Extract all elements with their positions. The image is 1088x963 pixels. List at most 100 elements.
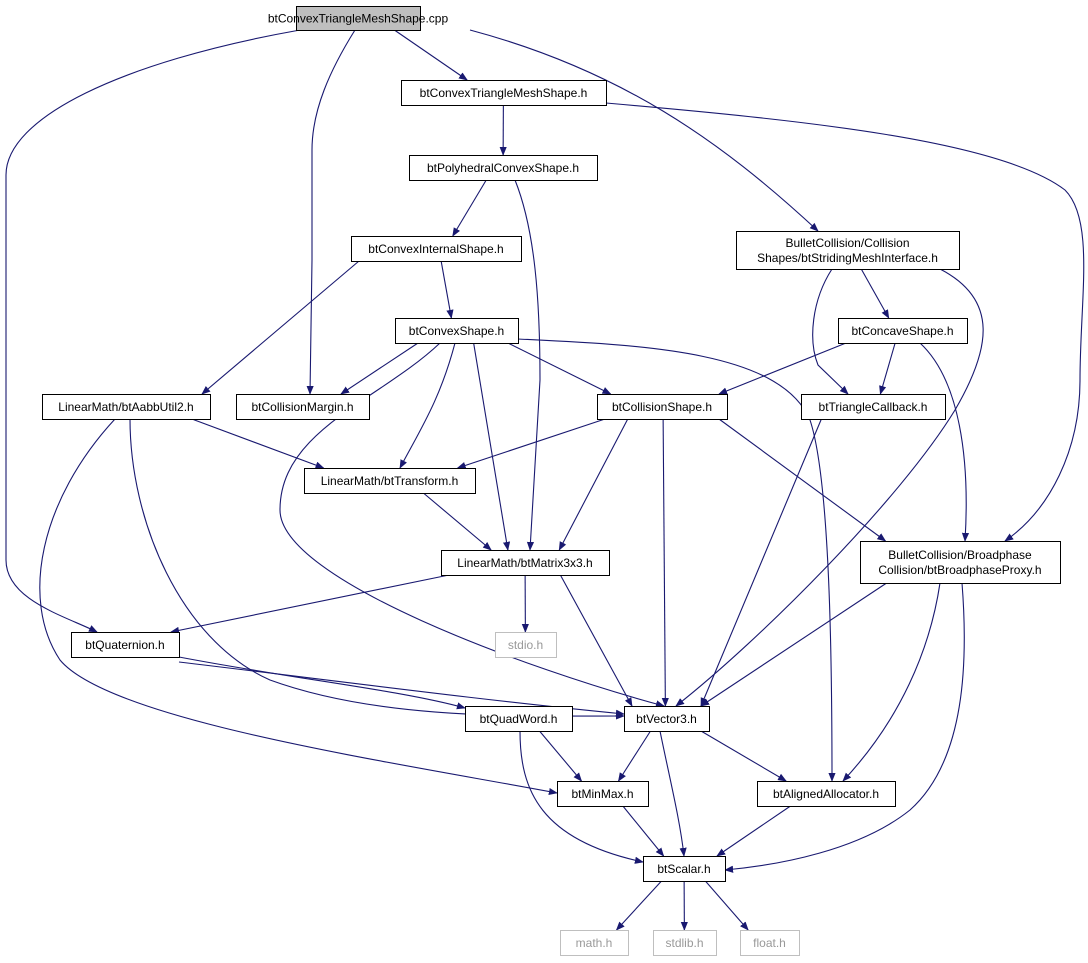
edge-ccs-to-tc: [879, 342, 896, 395]
node-box: [801, 394, 946, 420]
edge-cvs-to-cs: [507, 342, 612, 395]
edge-root-to-ctms: [394, 29, 468, 81]
node-box: [296, 6, 421, 31]
node-label: LinearMath/btMatrix3x3.h: [457, 556, 592, 570]
edge-tc-to-v3: [700, 418, 822, 707]
node-box: [643, 856, 726, 882]
node-box: [495, 632, 557, 658]
node-box: [736, 231, 960, 270]
node-box: [71, 632, 180, 658]
node-label: btCollisionShape.h: [612, 400, 712, 414]
node-btpolyhedralconvexshape-h[interactable]: btPolyhedralConvexShape.h: [409, 155, 598, 181]
node-stdlib-h: stdlib.h: [653, 930, 717, 956]
node-btconvexinternalshape-h[interactable]: btConvexInternalShape.h: [351, 236, 522, 262]
node-label: btConvexInternalShape.h: [368, 242, 503, 256]
edge-cvs-to-cm: [340, 342, 419, 395]
node-box: [597, 394, 728, 420]
edge-aabb-to-mm: [39, 418, 558, 796]
node-label: btConcaveShape.h: [851, 324, 953, 338]
node-box: [860, 541, 1061, 584]
node-label: BulletCollision/Broadphase: [888, 548, 1032, 562]
edge-root-to-smi: [469, 29, 819, 232]
node-box: [557, 781, 649, 807]
edge-root-to-cm: [306, 29, 356, 395]
node-btvector3-h[interactable]: btVector3.h: [624, 706, 710, 732]
node-bulletcollision-broadphase-collision-btbroadphaseproxy-h[interactable]: BulletCollision/BroadphaseCollision/btBr…: [860, 541, 1061, 584]
node-label: stdio.h: [508, 638, 543, 652]
node-box: [395, 318, 519, 344]
node-box: [409, 155, 598, 181]
edge-sc-to-float: [704, 880, 749, 931]
node-box: [624, 706, 710, 732]
edge-ccs-to-bpp: [919, 342, 970, 542]
node-box: [465, 706, 573, 732]
node-linearmath-btaabbutil2-h[interactable]: LinearMath/btAabbUtil2.h: [42, 394, 211, 420]
node-label: btConvexTriangleMeshShape.cpp: [268, 12, 449, 26]
edge-cvs-to-m33: [473, 342, 511, 551]
node-math-h: math.h: [560, 930, 629, 956]
node-bttrianglecallback-h[interactable]: btTriangleCallback.h: [801, 394, 946, 420]
node-float-h: float.h: [740, 930, 800, 956]
node-btcollisionshape-h[interactable]: btCollisionShape.h: [597, 394, 728, 420]
node-btconvexshape-h[interactable]: btConvexShape.h: [395, 318, 519, 344]
edge-bpp-to-aa: [842, 582, 941, 782]
node-btcollisionmargin-h[interactable]: btCollisionMargin.h: [236, 394, 370, 420]
node-btconvextrianglemeshshape-h[interactable]: btConvexTriangleMeshShape.h: [401, 80, 607, 106]
node-box: [653, 930, 717, 956]
edge-smi-to-ccs: [860, 268, 890, 319]
node-label: btMinMax.h: [571, 787, 633, 801]
node-btquadword-h[interactable]: btQuadWord.h: [465, 706, 573, 732]
node-label: Shapes/btStridingMeshInterface.h: [757, 251, 938, 265]
node-label: btScalar.h: [657, 862, 710, 876]
node-box: [304, 468, 476, 494]
node-box: [441, 550, 610, 576]
edge-qw-to-mm: [539, 730, 583, 782]
node-btconvextrianglemeshshape-cpp: btConvexTriangleMeshShape.cpp: [268, 6, 449, 31]
node-btconcaveshape-h[interactable]: btConcaveShape.h: [838, 318, 968, 344]
edge-quat-to-qw: [178, 656, 466, 710]
node-label: LinearMath/btAabbUtil2.h: [58, 400, 193, 414]
node-label: btPolyhedralConvexShape.h: [427, 161, 579, 175]
edge-v3-to-aa: [700, 730, 787, 782]
node-layer: btConvexTriangleMeshShape.cpp btConvexTri…: [42, 6, 1061, 956]
node-label: btCollisionMargin.h: [251, 400, 353, 414]
node-box: [757, 781, 896, 807]
edge-cs-to-m33: [558, 418, 629, 551]
node-linearmath-bttransform-h[interactable]: LinearMath/btTransform.h: [304, 468, 476, 494]
node-linearmath-btmatrix3x3-h[interactable]: LinearMath/btMatrix3x3.h: [441, 550, 610, 576]
edge-cis-to-cvs: [440, 260, 454, 319]
edge-m33-to-quat: [170, 574, 450, 634]
node-box: [42, 394, 211, 420]
edge-smi-to-v3: [675, 268, 984, 707]
node-btminmax-h[interactable]: btMinMax.h: [557, 781, 649, 807]
node-label: float.h: [753, 936, 786, 950]
node-btalignedallocator-h[interactable]: btAlignedAllocator.h: [757, 781, 896, 807]
node-bulletcollision-collision-shapes-btstridingmeshinterface-h[interactable]: BulletCollision/CollisionShapes/btStridi…: [736, 231, 960, 270]
node-label: BulletCollision/Collision: [785, 236, 909, 250]
node-btscalar-h[interactable]: btScalar.h: [643, 856, 726, 882]
edge-bpp-to-sc: [724, 582, 965, 873]
node-label: btVector3.h: [636, 712, 697, 726]
edge-aa-to-sc: [716, 805, 791, 857]
node-box: [351, 236, 522, 262]
node-box: [838, 318, 968, 344]
edge-qw-to-sc: [519, 730, 644, 864]
edge-bpp-to-v3: [700, 582, 887, 707]
node-label: btQuadWord.h: [480, 712, 558, 726]
edge-phcs-to-cis: [452, 179, 487, 237]
edge-ccs-to-cs: [718, 342, 847, 395]
node-box: [560, 930, 629, 956]
node-box: [401, 80, 607, 106]
node-stdio-h: stdio.h: [495, 632, 557, 658]
edge-smi-to-tc: [812, 268, 849, 395]
edge-v3-to-mm: [618, 730, 651, 782]
node-label: btConvexShape.h: [409, 324, 504, 338]
edge-cs-to-v3: [661, 418, 669, 707]
node-label: btQuaternion.h: [85, 638, 164, 652]
node-label: btConvexTriangleMeshShape.h: [420, 86, 588, 100]
node-btquaternion-h[interactable]: btQuaternion.h: [71, 632, 180, 658]
node-label: LinearMath/btTransform.h: [321, 474, 459, 488]
node-label: stdlib.h: [665, 936, 703, 950]
edge-cs-to-bpp: [718, 418, 887, 542]
edge-root-to-quat: [5, 29, 301, 633]
